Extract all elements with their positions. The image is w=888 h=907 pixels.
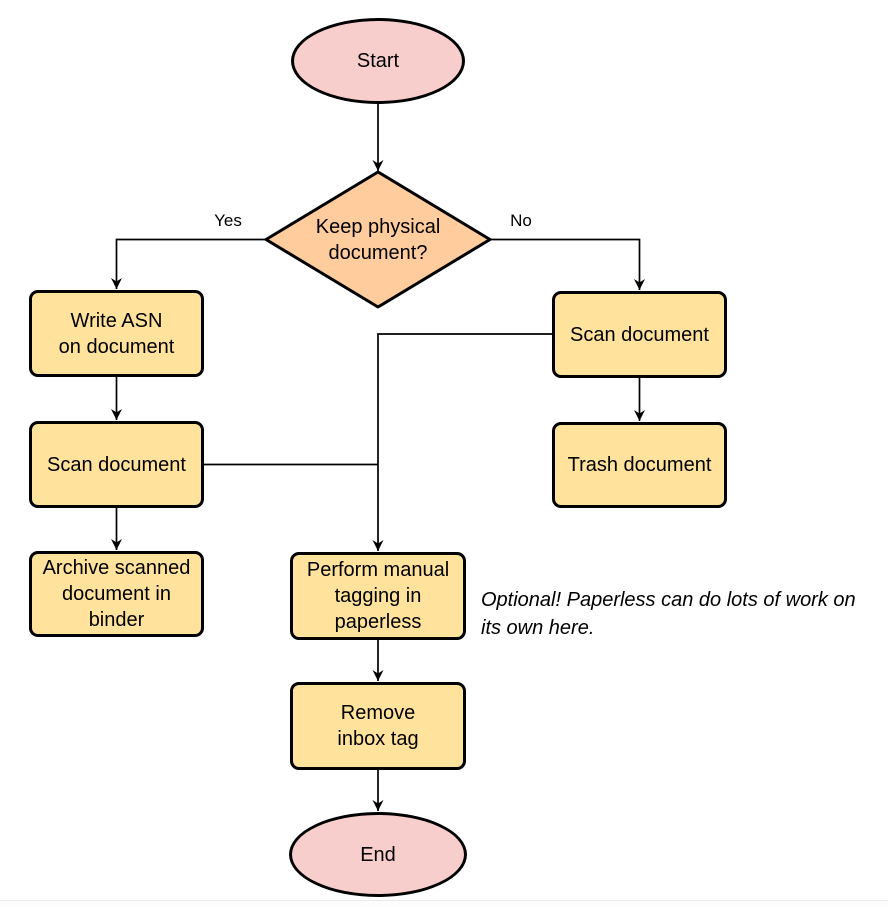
bottom-page-edge — [0, 900, 888, 907]
process-trash-document-label: Trash document — [567, 454, 712, 476]
process-manual-tagging: Perform manual tagging in paperless — [290, 552, 466, 640]
end-node: End — [289, 812, 467, 897]
yes-edge-label: Yes — [214, 211, 242, 230]
decision-diamond-shape — [264, 170, 492, 309]
annotation-note: Optional! Paperless can do lots of work … — [481, 589, 856, 639]
start-node-label: Start — [356, 50, 400, 72]
process-archive-binder-label: Archive scanned document in binder — [42, 557, 191, 631]
process-write-asn: Write ASN on document — [29, 290, 204, 377]
process-write-asn-label: Write ASN on document — [58, 309, 175, 358]
process-scan-document-right: Scan document — [552, 291, 727, 378]
process-remove-inbox-tag-label: Remove inbox tag — [337, 702, 419, 750]
process-archive-binder: Archive scanned document in binder — [29, 551, 204, 637]
edge-yes-branch — [111, 238, 267, 289]
decision-node-label: Keep physical document? — [315, 216, 441, 264]
edge-scanright-to-tagging — [372, 333, 553, 551]
process-scan-document-left-label: Scan document — [47, 453, 186, 476]
process-remove-inbox-tag: Remove inbox tag — [290, 682, 466, 770]
process-trash-document: Trash document — [552, 422, 727, 508]
process-scan-document-left: Scan document — [29, 421, 204, 508]
process-manual-tagging-label: Perform manual tagging in paperless — [306, 559, 450, 633]
process-scan-document-right-label: Scan document — [570, 323, 709, 346]
no-edge-label: No — [510, 211, 532, 230]
edge-no-branch — [489, 238, 645, 290]
start-node: Start — [291, 18, 465, 104]
end-node-label: End — [360, 843, 396, 866]
